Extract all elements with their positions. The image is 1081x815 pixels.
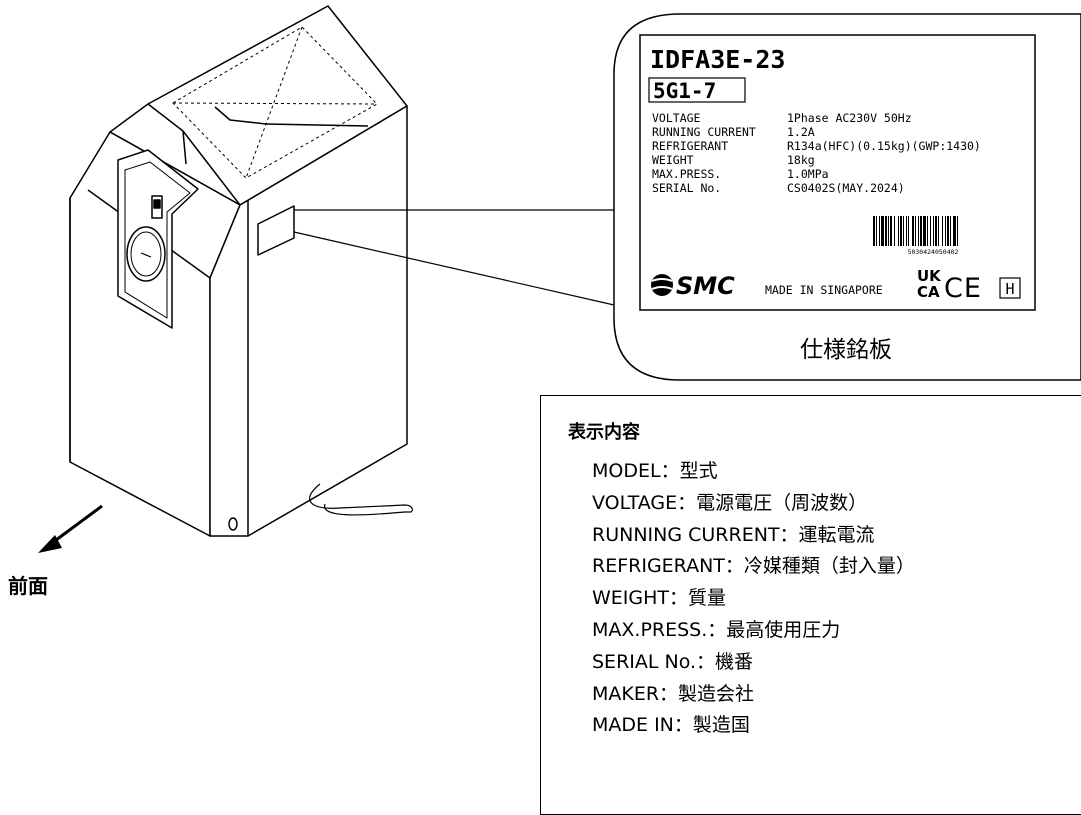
barcode [873,216,958,246]
barcode-bar [903,216,904,246]
spec-value: R134a(HFC)(0.15kg)(GWP:1430) [787,139,981,153]
spec-value: 18kg [787,153,815,167]
gauge-icon [126,226,166,282]
code-box [648,77,746,103]
barcode-bar [885,216,887,246]
ukca-mark: UK CA [917,267,942,301]
spec-table: VOLTAGE 1Phase AC230V 50Hz RUNNING CURRE… [652,111,981,195]
barcode-bar [938,216,939,246]
h-mark: H [1005,280,1014,298]
code-text: 5G1-7 [653,79,716,103]
barcode-bar [927,216,928,246]
model-number: IDFA3E-23 [650,45,785,74]
barcode-bar [890,216,892,246]
spec-key: MAX.PRESS. [652,167,721,181]
barcode-bar [953,216,956,246]
smc-logo: SMC [651,272,735,300]
top-vent-marking [172,26,378,179]
barcode-bar [912,216,914,246]
spec-key: WEIGHT [652,153,694,167]
barcode-bar [900,216,902,246]
made-in-text: MADE IN SINGAPORE [765,283,883,297]
spec-value: CS0402S(MAY.2024) [787,181,905,195]
top-panel-line [214,106,267,125]
ukca-top: UK [917,267,942,285]
barcode-bar [915,216,916,246]
legend-item: WEIGHT：質量 [592,587,727,610]
barcode-bar [930,216,931,246]
brand-name: SMC [676,272,735,300]
nameplate-location [257,205,295,256]
barcode-bar [876,216,877,246]
spec-value: 1Phase AC230V 50Hz [787,111,912,125]
gauge-needle [140,252,152,258]
spec-value: 1.0MPa [787,167,829,181]
legend-title: 表示内容 [568,422,640,443]
legend-item: REFRIGERANT：冷媒種類（封入量） [592,555,915,578]
spec-value: 1.2A [787,125,815,139]
barcode-bar [879,216,880,246]
legend-item: MADE IN：製造国 [592,714,750,737]
legend-item: RUNNING CURRENT：運転電流 [592,523,875,546]
barcode-bar [894,216,895,246]
barcode-number: 5030424050402 [908,248,959,256]
nameplate-border [639,34,1036,311]
nameplate: IDFA3E-23 5G1-7 VOLTAGE 1Phase AC230V 50… [639,34,1036,311]
barcode-bar [881,216,884,246]
ukca-bottom: CA [917,283,940,301]
legend-box: 表示内容 MODEL：型式 VOLTAGE：電源電圧（周波数） RUNNING … [540,395,1081,815]
legend-item: VOLTAGE：電源電圧（周波数） [592,491,868,514]
top-panel-line [182,130,241,206]
barcode-bar [923,216,926,246]
barcode-bar [947,216,949,246]
legend-item: MAKER：製造会社 [592,682,755,705]
callout-leader [293,231,615,306]
spec-key: VOLTAGE [652,111,701,125]
barcode-bar [920,216,922,246]
spec-key: SERIAL No. [652,181,721,195]
h-mark-box [999,277,1021,299]
barcode-bar [898,216,899,246]
barcode-bar [918,216,919,246]
front-arrow [38,504,103,553]
barcode-bar [950,216,951,246]
drain-port [228,517,238,531]
barcode-bar [873,216,875,246]
legend-item: MODEL：型式 [592,460,718,482]
spec-key: RUNNING CURRENT [652,125,756,139]
spec-key: REFRIGERANT [652,139,728,153]
top-panel-line [265,123,369,127]
barcode-bar [935,216,937,246]
barcode-bar [906,216,907,246]
barcode-bar [908,216,909,246]
nameplate-caption: 仕様銘板 [800,337,892,363]
barcode-bar [957,216,958,246]
legend-item: MAX.PRESS.：最高使用圧力 [592,618,841,641]
ce-mark: CE [944,273,982,304]
barcode-bar [942,216,943,246]
legend-item: SERIAL No.：機番 [592,650,754,673]
front-label: 前面 [8,574,48,598]
drain-hose [309,483,413,516]
panel-inner [124,161,191,319]
legend-list: MODEL：型式 VOLTAGE：電源電圧（周波数） RUNNING CURRE… [592,456,915,742]
unit-drawing [69,5,413,537]
barcode-bar [945,216,946,246]
barcode-bar [933,216,934,246]
barcode-bar [888,216,889,246]
switch-toggle [153,199,161,209]
gauge-inner [130,231,162,277]
